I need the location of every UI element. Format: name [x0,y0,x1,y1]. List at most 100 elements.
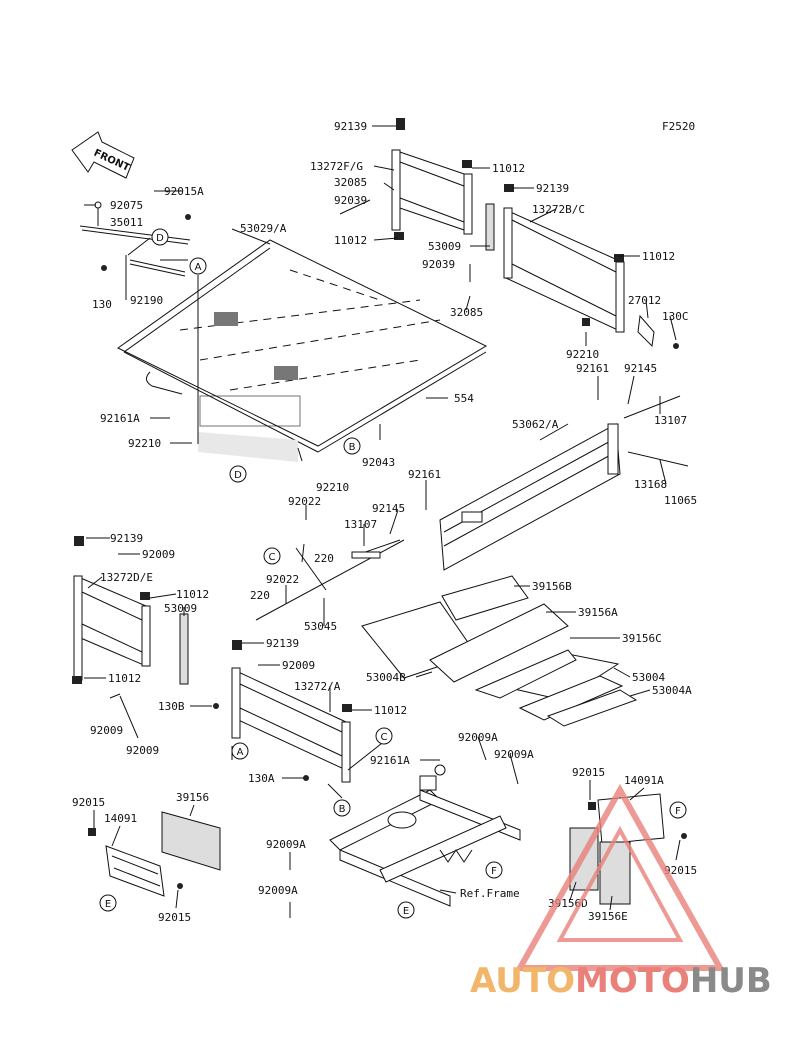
ref-a-top: A [195,262,202,273]
label-92043: 92043 [362,456,395,469]
label-92009a-a: 92009A [458,731,498,744]
label-53045: 53045 [304,620,337,633]
label-39156c: 39156C [622,632,662,645]
ref-b-low: B [339,804,346,815]
front-panel-13272fg [391,118,473,240]
watermark-text: AUTOMOTOHUB [470,961,772,1001]
bed-panel [117,239,488,462]
watermark-logo [514,783,726,971]
leader-lines [84,125,681,918]
ref-e-frame: E [403,906,409,917]
floor-mats [361,575,638,727]
label-92161a-left: 92161A [100,412,140,425]
label-39156: 39156 [176,791,209,804]
label-92009-b: 92009 [90,724,123,737]
label-53062a: 53062/A [512,418,559,431]
label-92009-c: 92009 [126,744,159,757]
watermark-moto: MOTO [575,961,690,1001]
label-11065: 11065 [664,494,697,507]
label-39156b: 39156B [532,580,572,593]
watermark-hub: HUB [690,961,772,1001]
label-92009-a: 92009 [142,548,175,561]
label-11012-e: 11012 [108,672,141,685]
ref-circle-d-mid [229,465,247,483]
label-27012: 27012 [628,294,661,307]
label-39156a: 39156A [578,606,618,619]
ref-d-top: D [156,233,164,244]
label-32085-b: 32085 [450,306,483,319]
label-13168: 13168 [634,478,667,491]
ref-b-top: B [349,442,356,453]
ref-circles: D A D B C A C B F F E E [99,228,687,919]
label-92039-b: 92039 [422,258,455,271]
ref-circle-e-left [99,894,117,912]
side-panel-13272a [213,640,352,783]
ref-circle-a-low [231,742,249,760]
side-panel-13272de [72,536,189,685]
label-13107-a: 13107 [654,414,687,427]
ref-d-mid: D [234,470,242,481]
label-14091a: 14091A [624,774,664,787]
label-53009-a: 53009 [428,240,461,253]
label-92009a-b: 92009A [494,748,534,761]
label-11012-d: 11012 [176,588,209,601]
label-92139-d: 92139 [266,637,299,650]
ref-a-low: A [237,747,244,758]
label-13107-b: 13107 [344,518,377,531]
svg-text:AUTOMOTOHUB: AUTOMOTOHUB [470,961,772,1001]
label-92015-b: 92015 [72,796,105,809]
label-53004: 53004 [632,671,665,684]
part-labels: 92139 13272F/G 32085 92039 11012 11012 9… [72,120,697,924]
label-53004b: 53004B [366,671,406,684]
label-92022-a: 92022 [288,495,321,508]
frame [329,764,521,907]
watermark-auto: AUTO [470,961,575,1001]
label-92015a-top: 92015A [164,185,204,198]
label-39156e: 39156E [588,910,628,923]
label-92145-b: 92145 [372,502,405,515]
label-220-a: 220 [314,552,334,565]
ref-e-left: E [105,899,111,910]
label-11012-a: 11012 [334,234,367,247]
label-92009-d: 92009 [282,659,315,672]
label-92161-b: 92161 [408,468,441,481]
label-35011: 35011 [110,216,143,229]
label-53029a: 53029/A [240,222,287,235]
label-130a: 130A [248,772,275,785]
ref-f-frame: F [491,866,497,877]
label-92009a-c: 92009A [266,838,306,851]
label-554: 554 [454,392,474,405]
label-130b: 130B [158,700,185,713]
label-92161-a: 92161 [576,362,609,375]
ref-circle-f-right [669,801,687,819]
label-92009a-d: 92009A [258,884,298,897]
cover-14091 [88,811,221,897]
label-92190: 92190 [130,294,163,307]
label-11012-b: 11012 [492,162,525,175]
label-92015-e: 92015 [664,864,697,877]
ref-c-mid: C [269,552,276,563]
label-13272a: 13272/A [294,680,341,693]
label-92210-a: 92210 [566,348,599,361]
ref-circle-c-low [375,727,393,745]
ref-frame-label: Ref.Frame [460,887,520,900]
label-92022-b: 92022 [266,573,299,586]
label-11012-f: 11012 [374,704,407,717]
label-130c: 130C [662,310,689,323]
ref-circle-b-top [343,437,361,455]
label-13272bc: 13272B/C [532,203,585,216]
front-panel-13272bc [485,184,679,349]
front-arrow-icon: FRONT [71,131,135,179]
label-92161a-low: 92161A [370,754,410,767]
figure-code: F2520 [662,120,695,133]
label-92015-c: 92015 [158,911,191,924]
label-92210-b: 92210 [128,437,161,450]
label-32085-a: 32085 [334,176,367,189]
label-53004a: 53004A [652,684,692,697]
ref-circle-d-top [151,228,169,246]
ref-circle-a-top [189,257,207,275]
label-92015-d: 92015 [572,766,605,779]
label-53009-b: 53009 [164,602,197,615]
